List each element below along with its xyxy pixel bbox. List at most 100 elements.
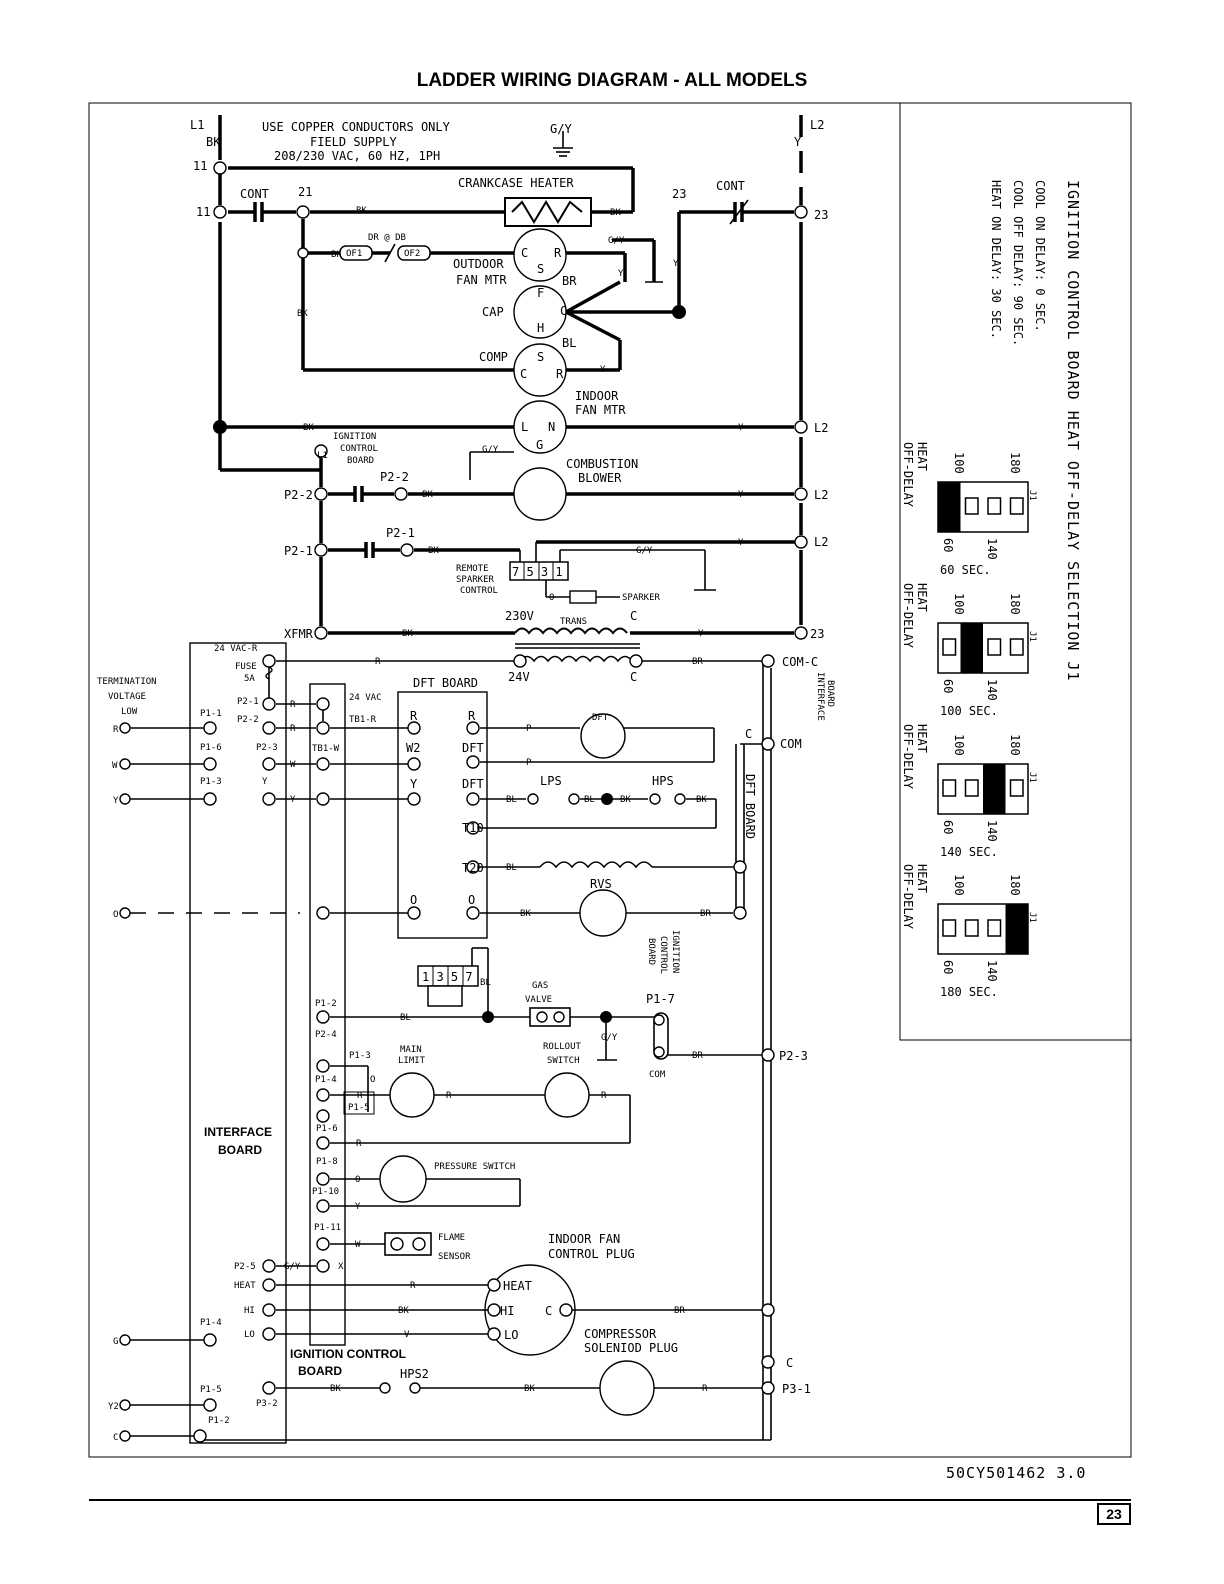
svg-text:C: C (545, 1304, 552, 1318)
j1-pin (1009, 638, 1024, 656)
svg-text:BL: BL (400, 1013, 411, 1023)
svg-text:TERMINATION: TERMINATION (97, 677, 157, 687)
svg-text:BK: BK (402, 629, 413, 639)
svg-text:P1-4: P1-4 (200, 1318, 222, 1328)
svg-text:C: C (630, 670, 637, 684)
j1-pin (987, 919, 1002, 937)
svg-text:CRANKCASE HEATER: CRANKCASE HEATER (458, 176, 574, 190)
j1-tick-label: 180 (1008, 734, 1022, 756)
j1-pin (942, 919, 957, 937)
page-title: LADDER WIRING DIAGRAM - ALL MODELS (416, 70, 808, 91)
svg-text:P2-2: P2-2 (284, 488, 313, 502)
svg-text:23: 23 (810, 627, 824, 641)
svg-text:SPARKER: SPARKER (622, 593, 661, 603)
svg-text:G/Y: G/Y (550, 122, 572, 136)
svg-text:Y: Y (410, 777, 418, 791)
svg-text:P3-2: P3-2 (256, 1399, 278, 1409)
compressor-solenoid-plug (599, 1360, 655, 1416)
j1-pin (964, 779, 979, 797)
svg-text:BL: BL (562, 336, 576, 350)
svg-text:P2-3: P2-3 (779, 1049, 808, 1063)
svg-text:Y: Y (738, 538, 744, 548)
j1-pin (1009, 779, 1024, 797)
svg-text:R: R (113, 725, 119, 735)
svg-text:21: 21 (298, 185, 312, 199)
svg-text:BK: BK (620, 795, 631, 805)
svg-text:230V: 230V (505, 609, 534, 623)
svg-text:L2: L2 (814, 421, 828, 435)
footer-rule (89, 1499, 1131, 1501)
svg-text:VOLTAGE: VOLTAGE (108, 692, 146, 702)
svg-text:IGNITION: IGNITION (333, 432, 376, 442)
j1-tick-label: 140 (985, 538, 999, 560)
svg-text:TRANS: TRANS (560, 617, 587, 627)
svg-text:IGNITION: IGNITION (670, 930, 680, 973)
j1-pin (942, 779, 957, 797)
j1-label: J1 (1027, 631, 1037, 642)
svg-text:SWITCH: SWITCH (547, 1056, 580, 1066)
svg-text:Y: Y (600, 365, 606, 375)
interface-board (189, 642, 287, 1444)
svg-text:24V: 24V (508, 670, 530, 684)
svg-text:G/Y: G/Y (482, 445, 499, 455)
svg-text:OF2: OF2 (404, 249, 420, 259)
svg-text:FIELD SUPPLY: FIELD SUPPLY (310, 135, 397, 149)
svg-text:LO: LO (504, 1328, 518, 1342)
svg-text:BL: BL (480, 978, 491, 988)
j1-tick-label: 180 (1008, 874, 1022, 896)
svg-text:BL: BL (584, 795, 595, 805)
svg-text:T20: T20 (462, 861, 484, 875)
svg-text:COMP: COMP (479, 350, 508, 364)
svg-text:Y: Y (618, 269, 624, 279)
svg-text:24 VAC: 24 VAC (349, 693, 382, 703)
j1-setting-label: 180 SEC. (940, 985, 998, 999)
svg-text:P: P (526, 724, 532, 734)
svg-text:BK: BK (520, 909, 531, 919)
combustion-blower (513, 467, 567, 521)
svg-text:W: W (112, 761, 118, 771)
j1-tick-label: 100 (952, 874, 966, 896)
svg-text:BL: BL (506, 795, 517, 805)
svg-text:P1-8: P1-8 (316, 1157, 338, 1167)
svg-text:BK: BK (610, 208, 621, 218)
svg-text:P2-4: P2-4 (315, 1030, 337, 1040)
j1-tick-label: 60 (941, 679, 955, 693)
cool-on-delay: COOL ON DELAY: 0 SEC. (1033, 180, 1047, 332)
svg-text:P2-1: P2-1 (237, 697, 259, 707)
svg-text:P1-11: P1-11 (314, 1223, 341, 1233)
svg-text:RVS: RVS (590, 877, 612, 891)
reversing-valve-solenoid (579, 889, 627, 937)
svg-text:BK: BK (428, 546, 439, 556)
svg-text:BOARD: BOARD (825, 680, 835, 707)
svg-text:W: W (355, 1240, 361, 1250)
svg-text:S: S (537, 262, 544, 276)
svg-text:BK: BK (422, 490, 433, 500)
svg-text:LIMIT: LIMIT (398, 1056, 426, 1066)
svg-text:FAN MTR: FAN MTR (456, 273, 507, 287)
svg-text:P2-3: P2-3 (256, 743, 278, 753)
svg-text:SPARKER: SPARKER (456, 575, 495, 585)
svg-text:P2-1: P2-1 (284, 544, 313, 558)
j1-setting-180 (937, 903, 1029, 955)
svg-text:C: C (786, 1356, 793, 1370)
svg-text:Y: Y (290, 795, 296, 805)
svg-text:N: N (548, 420, 555, 434)
svg-text:G/Y: G/Y (636, 546, 653, 556)
svg-text:HI: HI (244, 1306, 255, 1316)
high-voltage-labels: L1 BK 11 11 USE COPPER CONDUCTORS ONLY F… (190, 118, 828, 684)
svg-text:P: P (526, 758, 532, 768)
j1-tick-label: 100 (952, 734, 966, 756)
svg-text:FUSE: FUSE (235, 662, 257, 672)
svg-text:R: R (410, 709, 418, 723)
svg-text:O: O (410, 893, 417, 907)
cool-off-delay: COOL OFF DELAY: 90 SEC. (1011, 180, 1025, 346)
svg-text:HEAT: HEAT (503, 1279, 532, 1293)
j1-setting-140 (937, 763, 1029, 815)
j1-tick-label: 60 (941, 538, 955, 552)
j1-tick-label: 180 (1008, 452, 1022, 474)
svg-text:L2: L2 (814, 488, 828, 502)
j1-jumper-selected (960, 623, 983, 673)
svg-text:R: R (702, 1384, 708, 1394)
svg-text:P2-2: P2-2 (380, 470, 409, 484)
